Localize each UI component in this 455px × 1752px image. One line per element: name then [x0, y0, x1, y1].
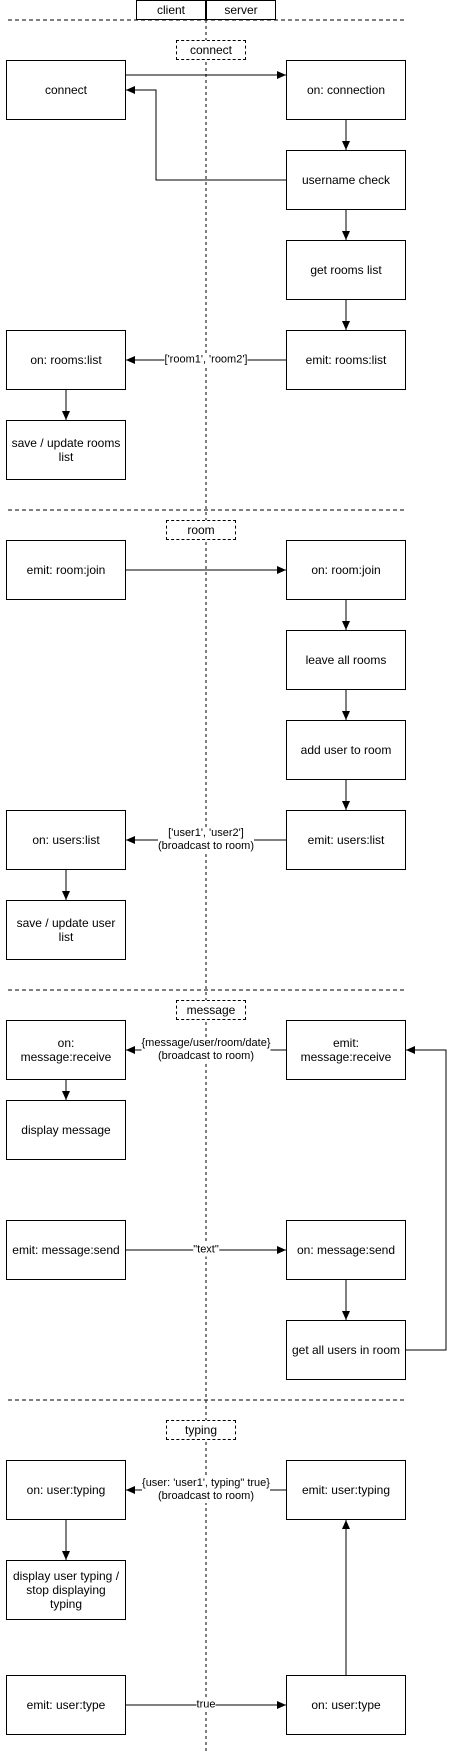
section-label-room: room — [166, 520, 236, 540]
client-lane-header: client — [136, 0, 206, 20]
node-on-user-type: on: user:type — [286, 1675, 406, 1735]
node-emit-users-list: emit: users:list — [286, 810, 406, 870]
node-display-user-typing: display user typing / stop displaying ty… — [6, 1560, 126, 1620]
section-label-connect: connect — [176, 40, 246, 60]
node-on-users-list: on: users:list — [6, 810, 126, 870]
node-leave-all-rooms: leave all rooms — [286, 630, 406, 690]
node-on-connection: on: connection — [286, 60, 406, 120]
edge-label-rooms-payload: ['room1', 'room2'] — [164, 353, 248, 367]
edge-label-users-payload: ['user1', 'user2'] (broadcast to room) — [158, 827, 254, 853]
edge-label-message-payload-text: {message/user/room/date} — [141, 1037, 271, 1049]
node-on-rooms-list: on: rooms:list — [6, 330, 126, 390]
node-on-message-receive: on: message:receive — [6, 1020, 126, 1080]
node-username-check: username check — [286, 150, 406, 210]
node-on-room-join: on: room:join — [286, 540, 406, 600]
node-add-user-to-room: add user to room — [286, 720, 406, 780]
node-emit-user-typing: emit: user:typing — [286, 1460, 406, 1520]
node-on-user-typing: on: user:typing — [6, 1460, 126, 1520]
node-get-all-users-in-room: get all users in room — [286, 1320, 406, 1380]
node-emit-user-type: emit: user:type — [6, 1675, 126, 1735]
edge-label-users-note: (broadcast to room) — [158, 840, 254, 852]
edge-label-message-payload: {message/user/room/date} (broadcast to r… — [141, 1037, 271, 1063]
edge-label-users-payload-text: ['user1', 'user2'] — [168, 827, 244, 839]
node-emit-room-join: emit: room:join — [6, 540, 126, 600]
node-get-rooms-list: get rooms list — [286, 240, 406, 300]
node-on-message-send: on: message:send — [286, 1220, 406, 1280]
section-label-typing: typing — [166, 1420, 236, 1440]
node-emit-message-receive: emit: message:receive — [286, 1020, 406, 1080]
node-connect: connect — [6, 60, 126, 120]
edge-label-type-payload-text: true — [196, 1698, 216, 1711]
edge-label-typing-payload-text: {user: 'user1', typing" true} — [142, 1477, 270, 1489]
edge-label-typing-payload: {user: 'user1', typing" true} (broadcast… — [142, 1477, 270, 1503]
edge-label-message-note: (broadcast to room) — [158, 1050, 254, 1062]
node-display-message: display message — [6, 1100, 126, 1160]
edge-label-text-payload-text: "text" — [193, 1243, 219, 1256]
section-label-message: message — [176, 1000, 246, 1020]
node-emit-message-send: emit: message:send — [6, 1220, 126, 1280]
edge-username-check-to-connect — [126, 86, 286, 181]
node-save-update-user-list: save / update user list — [6, 900, 126, 960]
edge-label-type-payload: true — [196, 1698, 216, 1712]
edge-label-text-payload: "text" — [193, 1243, 219, 1257]
edge-label-rooms-payload-text: ['room1', 'room2'] — [164, 353, 248, 366]
edge-get-users-to-emit-receive — [406, 1046, 447, 1351]
node-save-update-rooms-list: save / update rooms list — [6, 420, 126, 480]
edge-label-typing-note: (broadcast to room) — [158, 1490, 254, 1502]
node-emit-rooms-list: emit: rooms:list — [286, 330, 406, 390]
server-lane-header: server — [206, 0, 276, 20]
